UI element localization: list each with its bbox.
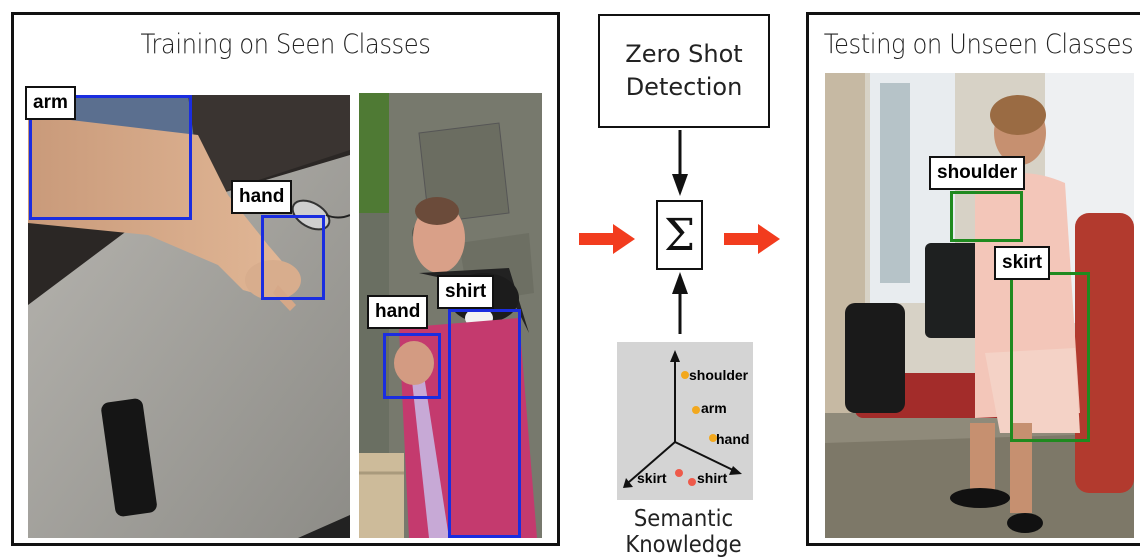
testing-panel-title: Testing on Unseen Classes	[823, 29, 1134, 60]
emb-label-hand: hand	[716, 431, 749, 447]
point-shirt	[688, 478, 696, 486]
arrow-right-red	[724, 224, 780, 254]
label-shirt: shirt	[437, 275, 495, 309]
zsd-line-1: Zero Shot	[625, 40, 743, 68]
label-shoulder: shoulder	[929, 156, 1026, 190]
hand-bbox-man	[383, 333, 441, 399]
label-hand-desk: hand	[231, 180, 293, 214]
arm-bbox	[29, 95, 192, 220]
shoulder-bbox	[950, 191, 1023, 242]
skirt-bbox	[1010, 272, 1090, 442]
point-shoulder	[681, 371, 689, 379]
semantic-knowledge-caption: Semantic Knowledge	[625, 506, 742, 558]
point-hand	[709, 434, 717, 442]
sigma-symbol: Σ	[663, 209, 696, 261]
semantic-embedding-plot: shoulder arm hand skirt shirt	[617, 342, 753, 500]
emb-label-skirt: skirt	[637, 470, 667, 486]
emb-label-arm: arm	[701, 400, 727, 416]
emb-label-shirt: shirt	[697, 470, 728, 486]
point-skirt	[675, 469, 683, 477]
label-arm: arm	[25, 86, 76, 120]
point-arm	[692, 406, 700, 414]
zsd-line-2: Detection	[625, 73, 743, 101]
arrow-left-red	[579, 224, 635, 254]
label-skirt: skirt	[994, 246, 1051, 280]
sum-box: Σ	[656, 200, 703, 270]
emb-label-shoulder: shoulder	[689, 367, 749, 383]
label-hand-man: hand	[367, 295, 429, 329]
arrow-up-black	[672, 272, 688, 334]
hand-bbox-desk	[261, 215, 325, 300]
arrow-down-black	[672, 130, 688, 196]
training-panel-title: Training on Seen Classes	[140, 29, 431, 60]
shirt-bbox	[448, 309, 521, 538]
zero-shot-detection-box: Zero Shot Detection	[598, 14, 770, 128]
